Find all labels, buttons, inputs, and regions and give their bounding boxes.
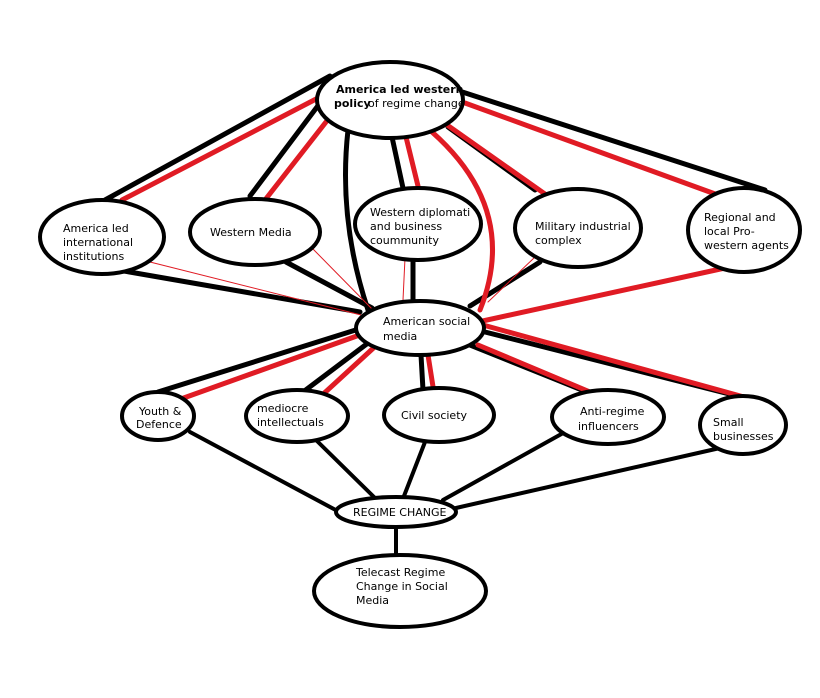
node-regime-line1: REGIME CHANGE [353,506,447,519]
node-intellectuals-line2: intellectuals [257,416,324,429]
node-institutions-line1: America led [63,222,129,235]
node-military: Military industrial complex [513,187,643,269]
link-social-intellectuals-red [317,339,383,400]
node-institutions-line2: international [63,236,133,249]
link-social-youth-red [175,329,371,403]
thin-link-media-social [311,247,376,313]
link-policy-diplomatic-red [403,134,421,189]
link-policy-social-black [343,127,371,313]
node-policy-line3: of regime change [368,97,465,110]
thin-link-military-social [487,256,536,303]
node-regional-line1: Regional and [704,211,776,224]
link-youth-regime-black [188,430,347,517]
node-telecast-line1: Telecast Regime [355,566,445,579]
node-influencers-line2: influencers [578,420,639,433]
thin-red-links [149,247,536,317]
link-policy-institutions-red [119,95,321,203]
node-small: Small businesses [698,394,788,456]
node-influencers-line1: Anti-regime [580,405,645,418]
link-small-regime-black [454,446,722,510]
node-intellectuals-line1: mediocre [257,402,309,415]
node-regional-line2: local Pro- [704,225,755,238]
link-social-intellectuals-black [300,337,375,395]
node-policy: America led western policy of regime cha… [315,60,465,140]
link-policy-institutions-black [102,73,333,203]
node-institutions-line3: institutions [63,250,124,263]
node-institutions: America led international institutions [38,198,166,276]
node-diplomatic: Western diplomati and business coummunit… [353,186,483,262]
node-telecast-line3: Media [356,594,389,607]
node-military-line1: Military industrial [535,220,631,233]
node-media: Western Media [188,197,322,267]
node-small-line2: businesses [713,430,774,443]
link-policy-media-red [262,110,336,203]
node-social-line1: American social [383,315,470,328]
link-regional-social-red [475,265,728,325]
node-diplomatic-line2: and business [370,220,442,233]
link-social-influencers-red [475,342,593,395]
link-social-youth-black [155,325,365,395]
node-diplomatic-line3: coummunity [370,234,439,247]
node-youth-line2: Defence [136,418,182,431]
node-telecast-line2: Change in Social [356,580,448,593]
link-policy-media-black [247,100,323,199]
node-policy-line2: policy [334,97,371,110]
link-military-social-black [467,259,543,309]
node-youth: Youth & Defence [120,390,196,442]
link-policy-social-red [429,129,495,313]
node-diplomatic-line1: Western diplomati [370,206,470,219]
node-civil-line1: Civil society [401,409,468,422]
link-social-small-red [480,322,747,400]
node-telecast: Telecast Regime Change in Social Media [312,553,488,629]
node-social-line2: media [383,330,417,343]
node-media-line1: Western Media [210,226,292,239]
node-youth-line1: Youth & [138,405,182,418]
red-links [119,95,747,403]
link-influencers-regime-black [441,430,567,502]
node-regime: REGIME CHANGE [334,495,458,529]
link-policy-diplomatic-black [389,134,406,191]
link-intellectuals-regime-black [314,438,377,500]
thin-link-institutions-social [149,261,366,317]
node-civil: Civil society [382,386,496,444]
link-civil-regime-black [402,440,427,498]
node-military-line2: complex [535,234,582,247]
node-social: American social media [354,299,486,357]
link-policy-regional-red [462,100,721,198]
link-social-civil-black [418,352,426,393]
node-influencers: Anti-regime influencers [550,388,666,446]
node-small-line1: Small [713,416,744,429]
node-intellectuals: mediocre intellectuals [244,388,350,444]
link-policy-regional-black [447,85,768,193]
link-policy-military-red [437,117,548,197]
node-regional: Regional and local Pro- western agents [686,186,802,274]
thin-link-diplomatic-social [402,257,406,301]
link-media-social-black [283,259,375,311]
node-policy-line1: America led western [336,83,463,96]
node-regional-line3: western agents [704,239,789,252]
